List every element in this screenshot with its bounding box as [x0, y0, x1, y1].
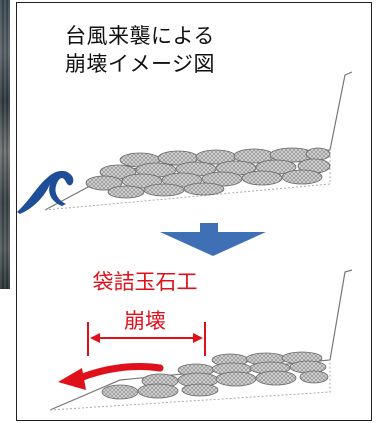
- stone-bag: [107, 185, 145, 199]
- slope-section-after: [49, 269, 353, 411]
- stone-bag: [215, 371, 257, 387]
- stone-bag: [85, 175, 123, 191]
- slope-section-before: [44, 71, 353, 211]
- bagged-stones-after: [101, 351, 329, 400]
- stone-bag: [305, 147, 331, 161]
- stone-bag: [183, 182, 225, 196]
- stone-bag: [181, 383, 219, 397]
- stone-bag: [299, 370, 329, 384]
- collapse-label: 崩壊: [124, 309, 166, 333]
- down-arrow-icon: [160, 223, 266, 256]
- stone-bag: [255, 370, 297, 386]
- figure-title-line2: 崩壊イメージ図: [64, 52, 216, 76]
- stone-bag: [101, 384, 139, 400]
- stone-bag: [143, 183, 185, 197]
- figure-title-line1: 台風来襲による: [65, 24, 215, 48]
- stone-bag: [137, 383, 179, 399]
- structure-label: 袋詰玉石工: [92, 270, 198, 294]
- wave-icon: [17, 170, 74, 214]
- left-arrow-icon: [58, 363, 164, 390]
- collapse-span-marker: [87, 322, 206, 356]
- stone-bag: [241, 170, 283, 186]
- bagged-stones-before: [85, 147, 331, 199]
- stone-bag: [281, 169, 323, 185]
- diagram-panel: [16, 2, 372, 421]
- photo-edge-strip: [0, 0, 10, 289]
